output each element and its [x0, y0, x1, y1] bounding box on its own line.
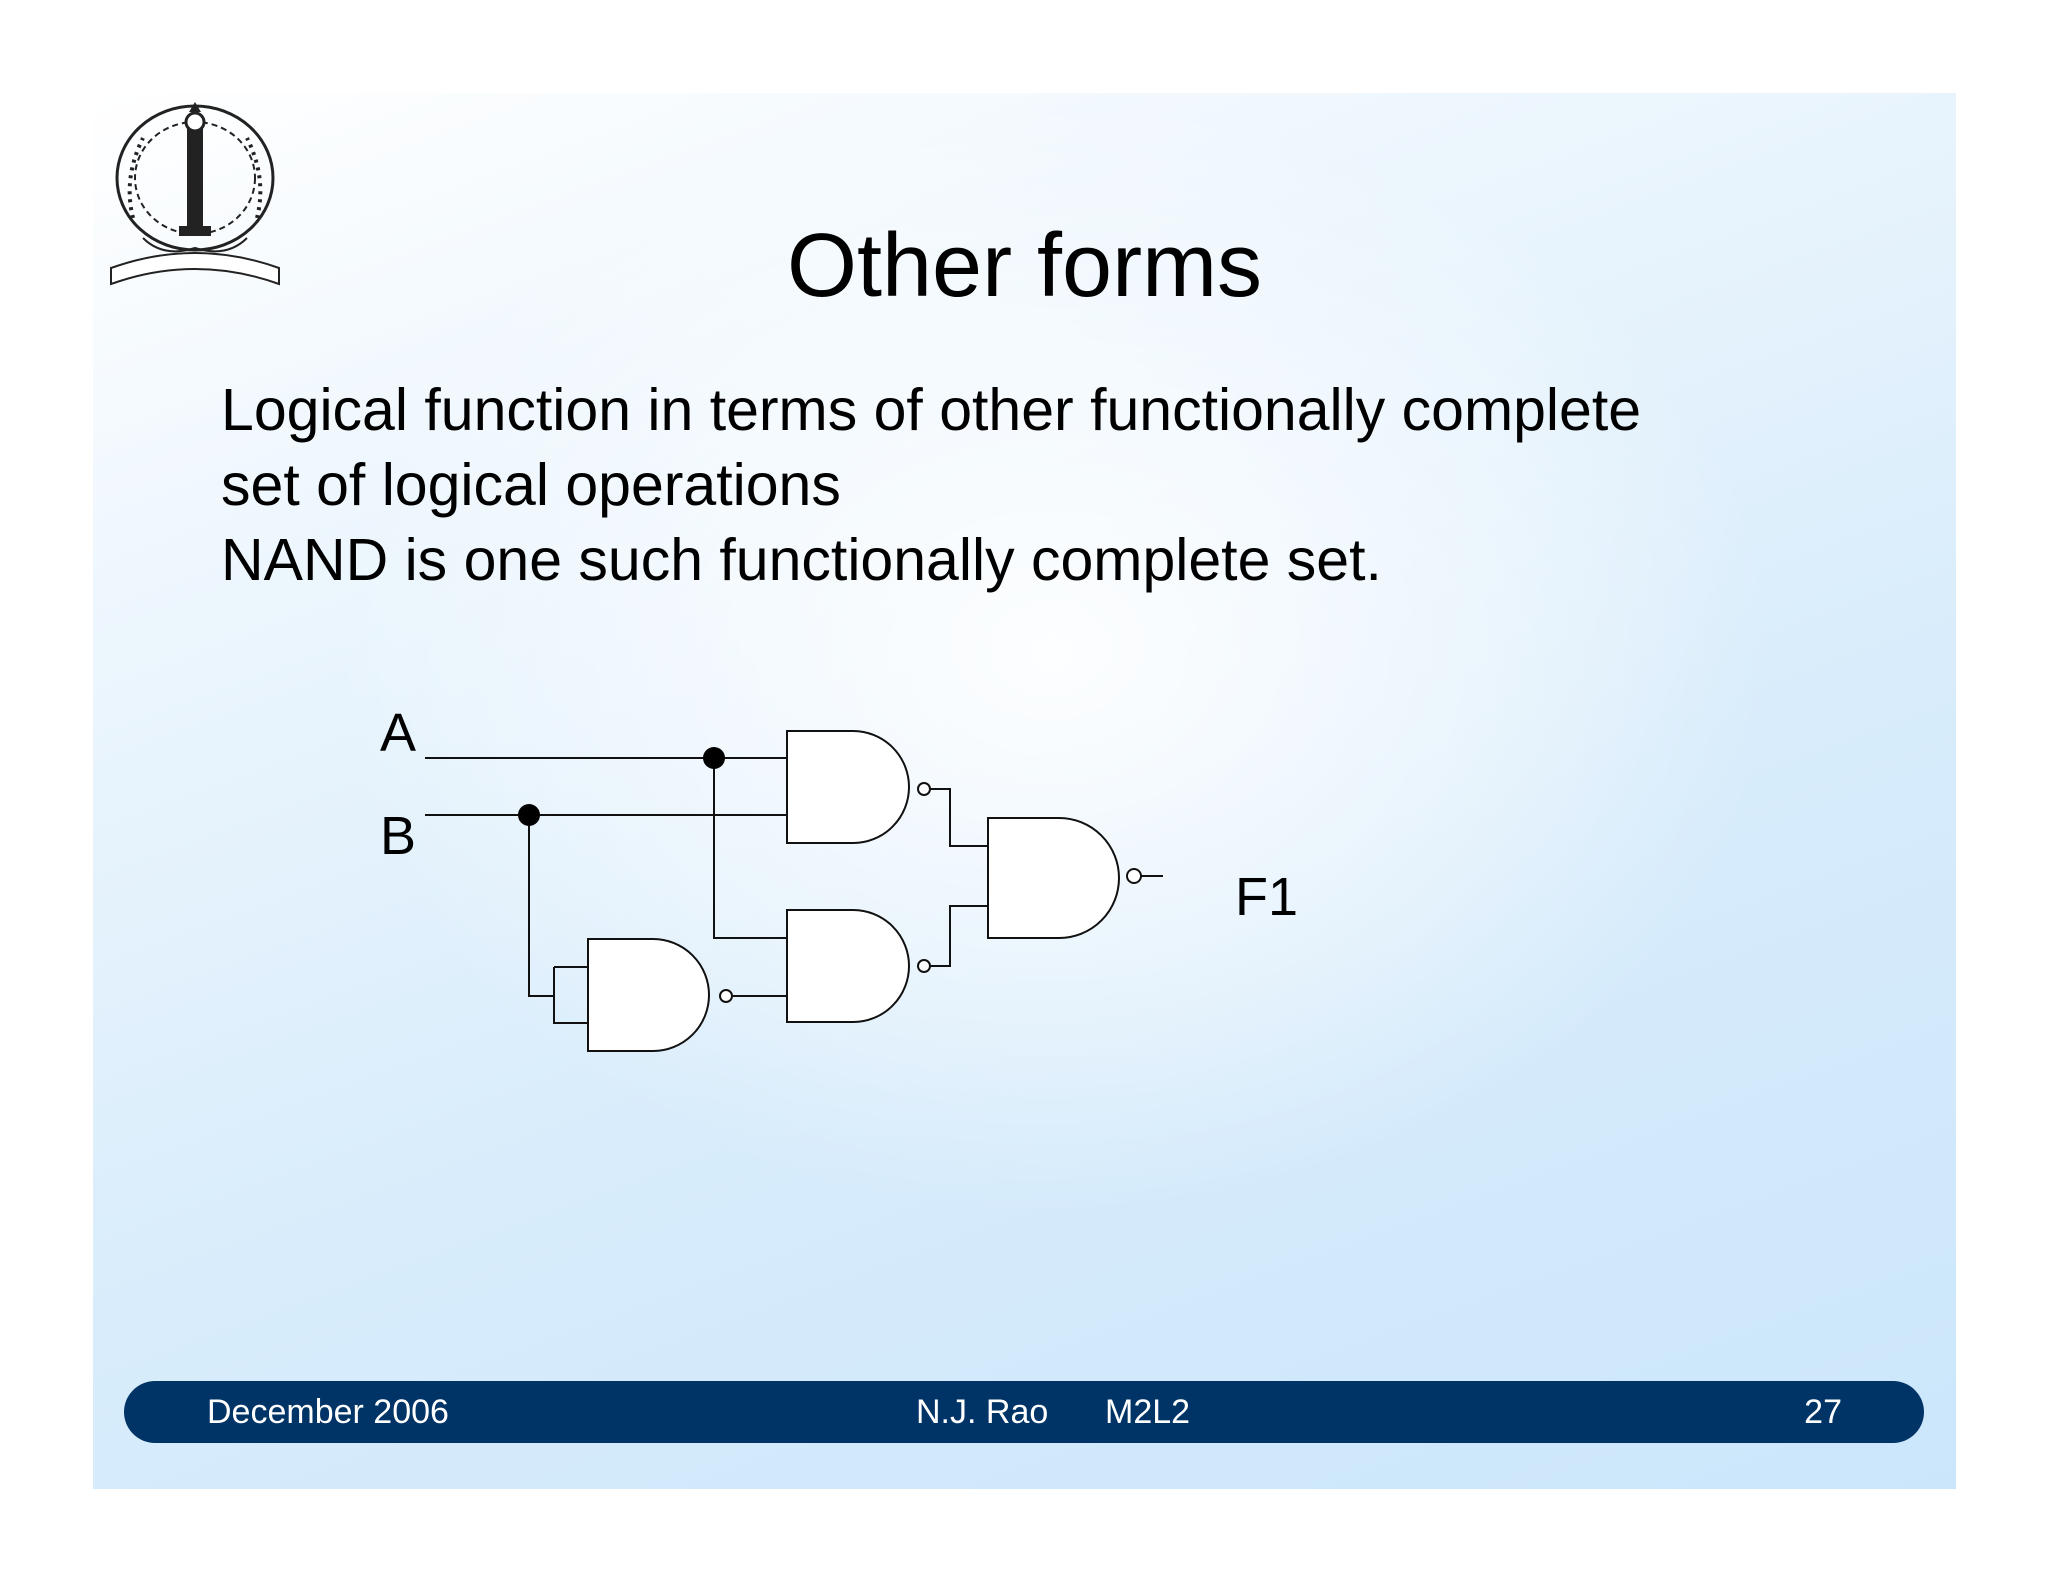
input-label-a: A — [380, 703, 416, 763]
slide: Other forms Logical function in terms of… — [93, 93, 1956, 1489]
junction-dot-a — [703, 747, 725, 769]
input-label-b: B — [380, 806, 416, 866]
junction-dot-b — [518, 804, 540, 826]
inversion-bubble — [917, 782, 931, 796]
body-line: NAND is one such functionally complete s… — [221, 527, 1382, 593]
slide-title: Other forms — [786, 216, 1263, 316]
institute-seal-logo — [110, 102, 280, 286]
body-line: set of logical operations — [221, 452, 841, 518]
nand-gate-top — [786, 730, 910, 844]
nand-circuit-diagram: A B F1 — [380, 703, 1298, 1052]
inversion-bubble — [917, 959, 931, 973]
footer-page-number: 27 — [1804, 1393, 1842, 1431]
slide-body: Logical function in terms of other funct… — [221, 373, 1861, 598]
wire-g2-out — [930, 905, 988, 967]
nand-gate-output — [987, 817, 1120, 939]
nand-gate-bottom — [587, 938, 710, 1052]
inversion-bubble — [719, 989, 733, 1003]
footer-module-code: M2L2 — [1105, 1393, 1191, 1431]
wire-a-branch — [713, 758, 787, 939]
footer-date: December 2006 — [207, 1393, 449, 1431]
footer-bar: December 2006 N.J. Rao M2L2 27 — [124, 1381, 1924, 1443]
footer-author: N.J. Rao — [916, 1393, 1049, 1431]
wire-b-branch — [528, 815, 554, 997]
inversion-bubble — [1126, 868, 1142, 884]
output-label-f1: F1 — [1235, 867, 1298, 927]
wire-bottom-tied — [553, 967, 588, 1024]
body-line: Logical function in terms of other funct… — [221, 377, 1642, 443]
nand-gate-middle — [786, 909, 910, 1023]
wire-g1-out — [930, 788, 988, 847]
